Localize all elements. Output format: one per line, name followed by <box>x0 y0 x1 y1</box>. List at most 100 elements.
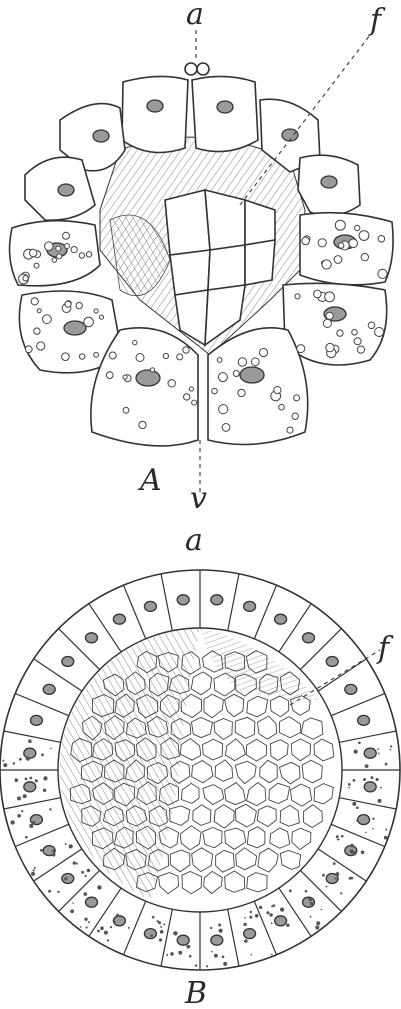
yolk-dot <box>218 924 221 927</box>
yolk-dot <box>86 926 88 928</box>
yolk-dot <box>166 954 168 956</box>
yolk-dot <box>23 794 27 798</box>
yolk-dot <box>361 851 365 855</box>
yolk-granule <box>56 246 61 251</box>
yolk-dot <box>43 789 46 792</box>
yolk-dot <box>17 814 21 818</box>
yolk-granule <box>86 252 91 257</box>
ring-cell-nucleus <box>30 715 42 725</box>
pointer-label-b: f <box>376 631 394 666</box>
panel-label-a: A <box>137 463 162 498</box>
light-interior-cells-a <box>165 190 275 345</box>
yolk-dot <box>152 916 155 919</box>
yolk-granule <box>326 312 333 319</box>
yolk-dot <box>286 924 289 927</box>
ring-cell-nucleus <box>303 633 315 643</box>
yolk-dot <box>269 913 272 916</box>
yolk-dot <box>88 921 90 923</box>
figure-b: a f B <box>0 523 400 1009</box>
yolk-granule <box>57 254 62 259</box>
yolk-granule <box>355 225 360 230</box>
yolk-dot <box>211 951 213 953</box>
yolk-dot <box>110 926 112 928</box>
yolk-dot <box>322 874 325 877</box>
yolk-granule <box>325 292 335 302</box>
yolk-granule <box>52 258 57 263</box>
yolk-granule <box>150 368 154 372</box>
yolk-dot <box>214 954 218 958</box>
yolk-granule <box>43 315 52 324</box>
yolk-granule <box>354 338 361 345</box>
yolk-dot <box>19 758 22 761</box>
yolk-dot <box>128 927 130 929</box>
yolk-dot <box>356 820 358 822</box>
yolk-dot <box>358 742 361 745</box>
yolk-dot <box>333 862 336 865</box>
yolk-granule <box>136 354 144 362</box>
yolk-dot <box>350 844 354 848</box>
yolk-dot <box>85 875 87 877</box>
yolk-dot <box>40 849 43 852</box>
yolk-granule <box>189 387 193 391</box>
yolk-granule <box>292 413 298 419</box>
yolk-dot <box>353 779 356 782</box>
yolk-dot <box>363 778 366 781</box>
yolk-dot <box>244 917 246 919</box>
yolk-granule <box>94 352 99 357</box>
yolk-granule <box>219 405 228 414</box>
ring-cell-nucleus <box>345 684 357 694</box>
yolk-dot <box>380 787 382 789</box>
ring-cell-nucleus <box>364 748 376 758</box>
yolk-dot <box>159 938 162 941</box>
yolk-dot <box>64 877 67 880</box>
yolk-dot <box>43 776 47 780</box>
yolk-dot <box>76 863 78 865</box>
yolk-granule <box>184 394 190 400</box>
yolk-dot <box>305 890 308 893</box>
yolk-granule <box>251 358 259 366</box>
yolk-dot <box>350 877 353 880</box>
yolk-dot <box>49 808 51 810</box>
yolk-granule <box>368 322 375 329</box>
yolk-dot <box>356 806 359 809</box>
yolk-granule <box>65 244 70 249</box>
yolk-dot <box>244 939 248 943</box>
yolk-dot <box>2 760 4 762</box>
yolk-dot <box>100 926 104 930</box>
yolk-granule <box>45 242 54 251</box>
yolk-dot <box>189 955 192 958</box>
yolk-dot <box>26 757 30 761</box>
ring-cell-nucleus <box>24 748 36 758</box>
yolk-dot <box>52 853 55 856</box>
yolk-dot <box>114 921 116 923</box>
ring-cell-nucleus <box>358 715 370 725</box>
yolk-dot <box>223 962 227 966</box>
yolk-dot <box>348 783 351 786</box>
yolk-granule <box>123 375 127 379</box>
yolk-granule <box>177 354 183 360</box>
yolk-dot <box>365 832 367 834</box>
yolk-dot <box>48 890 51 893</box>
yolk-granule <box>79 354 84 359</box>
yolk-dot <box>97 930 100 933</box>
yolk-granule <box>349 239 358 248</box>
yolk-dot <box>160 926 162 928</box>
yolk-dot <box>41 753 44 756</box>
yolk-dot <box>87 869 90 872</box>
yolk-granule <box>302 237 310 245</box>
yolk-dot <box>352 802 356 806</box>
yolk-granule <box>183 347 189 353</box>
yolk-granule <box>359 231 369 241</box>
yolk-dot <box>10 820 14 824</box>
yolk-dot <box>354 750 358 754</box>
yolk-granule <box>34 263 39 268</box>
yolk-granule <box>378 269 387 278</box>
yolk-dot <box>80 926 82 928</box>
yolk-granule <box>34 328 40 334</box>
yolk-granule <box>238 389 245 396</box>
yolk-granule <box>279 404 285 410</box>
bottom-pole-label-a: v <box>190 481 207 516</box>
yolk-granule <box>334 256 342 264</box>
pointer-label-a: f <box>368 3 386 38</box>
yolk-dot <box>107 939 109 941</box>
